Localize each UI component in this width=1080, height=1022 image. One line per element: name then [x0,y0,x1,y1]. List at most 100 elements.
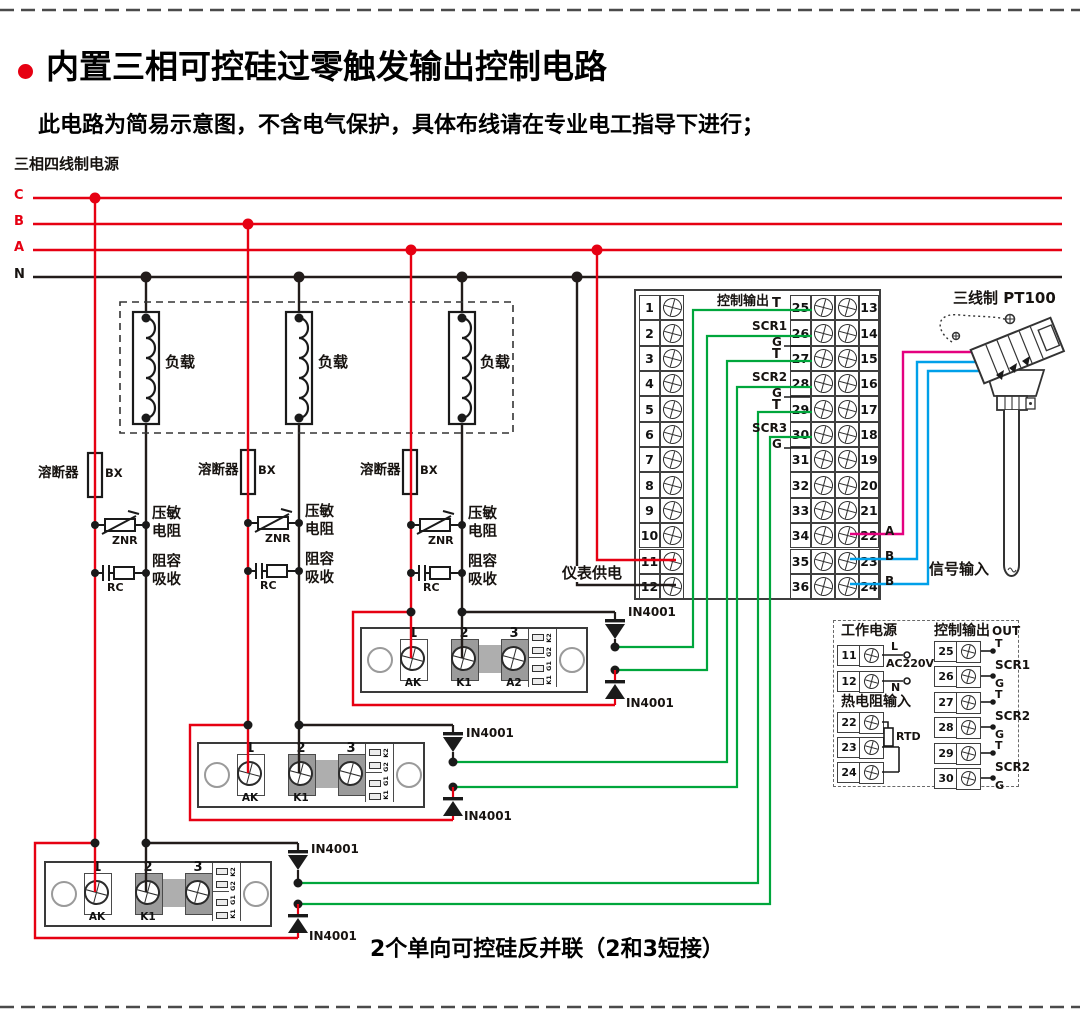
varistor-code-3: ZNR [428,534,454,547]
terminal-screw-inner-28 [811,371,835,397]
terminal-screw-outer-17 [835,396,859,422]
module-label-ak: AK [404,677,422,689]
legend-terminal-26-screw [956,665,981,688]
terminal-screw-inner-35 [811,548,835,574]
terminal-number-outer-22: 22 [859,523,879,549]
legend-scr2-t: T [995,688,1003,701]
gate-contact-label: K1 [545,675,553,685]
terminal-number-left-4: 4 [639,371,660,397]
terminal-screw-outer-21 [835,497,859,524]
legend-terminal-28-number: 28 [934,717,958,738]
module-terminal-number-2: 2 [459,626,469,641]
legend-out-label: OUT [992,624,1021,638]
legend-scr3-name: SCR2 [995,760,1031,774]
terminal-number-left-5: 5 [639,396,660,422]
work-power-label: 工作电源 [841,623,897,639]
screw-icon [835,448,859,472]
snubber-label-2b: 吸收 [305,570,334,586]
screw-icon [862,738,881,757]
diode-label-m3-top: IN4001 [311,842,359,856]
module-label-ak: AK [241,792,259,804]
snubber-code-2: RC [260,579,277,592]
legend-terminal-12-number: 12 [837,671,861,692]
module-terminal-pad-3 [335,754,366,796]
power-source-label: 三相四线制电源 [14,155,120,173]
module-terminal-pad-1 [234,754,265,796]
terminal-screw-left-3 [660,345,684,372]
gate-contact-label: K2 [382,748,390,758]
screw-icon [811,296,835,320]
terminal-number-left-7: 7 [639,447,660,473]
terminal-screw-left-8 [660,472,684,498]
module-screw-icon [182,877,213,908]
varistor-symbols [91,508,466,535]
screw-icon [660,448,684,472]
screw-icon [959,769,978,788]
screw-icon [862,646,881,665]
legend-terminal-28-screw [956,716,981,739]
terminal-screw-outer-23 [835,548,859,574]
varistor-label-1a: 压敏 [152,506,181,522]
terminal-number-left-11: 11 [639,548,660,574]
terminal-number-inner-32: 32 [790,472,811,498]
mounting-hole-icon [559,647,585,673]
screw-icon [660,321,684,345]
diode-label-m1-bottom: IN4001 [626,696,674,710]
screw-icon [835,372,859,396]
screw-icon [835,524,859,548]
gate-contact-label: K2 [545,633,553,643]
snubber-label-1a: 阻容 [152,554,181,570]
pt100-title: 三线制 PT100 [953,289,1056,307]
load-label-3: 负载 [480,353,511,371]
legend-terminal-29-number: 29 [934,743,958,764]
scr1-name-label: SCR1 [752,319,788,333]
terminal-screw-outer-13 [835,295,859,321]
scr3-name-label: SCR3 [752,421,788,435]
screw-icon [959,667,978,686]
terminal-screw-inner-26 [811,320,835,346]
varistor-label-3b: 电阻 [468,524,497,540]
screw-icon [660,473,684,497]
terminal-number-left-2: 2 [639,320,660,346]
screw-icon [660,549,684,573]
fuse-code-2: BX [258,463,276,477]
screw-icon [660,346,684,370]
legend-scr1-t: T [995,637,1003,650]
terminal-number-outer-23: 23 [859,548,879,574]
screw-icon [660,296,684,320]
screw-icon [660,372,684,396]
gate-contact-label: G2 [382,762,390,772]
module-terminal-pad-3 [182,873,213,915]
load-label-2: 负载 [318,353,349,371]
legend-terminal-27-screw [956,691,981,714]
rc-snubber-symbols [91,563,466,581]
terminal-number-outer-16: 16 [859,371,879,397]
screw-icon [660,397,684,421]
diode-label-m2-top: IN4001 [466,726,514,740]
terminal-number-inner-35: 35 [790,548,811,574]
terminal-number-inner-25: 25 [790,295,811,321]
module-terminal-number-1: 1 [245,741,255,756]
snubber-code-1: RC [107,581,124,594]
legend-terminal-24-number: 24 [837,762,861,783]
module-terminal-pad-2 [132,873,163,915]
terminal-screw-outer-14 [835,320,859,346]
module-terminal-number-1: 1 [408,626,418,641]
terminal-number-outer-15: 15 [859,345,879,372]
legend-terminal-22-number: 22 [837,712,861,733]
rtd-input-label: 热电阻输入 [841,694,911,710]
terminal-screw-left-5 [660,396,684,422]
terminal-screw-left-7 [660,447,684,473]
scr3-t-label: T [772,398,781,413]
module-label-k1: K1 [140,911,156,923]
control-output-label: 控制输出 [717,294,770,309]
module-terminal-pad-2 [285,754,316,796]
mounting-hole-icon [367,647,393,673]
screw-icon [811,549,835,573]
screw-icon [811,372,835,396]
legend-scr2-g: G [995,728,1005,741]
module-label-a2: A2 [506,677,522,689]
